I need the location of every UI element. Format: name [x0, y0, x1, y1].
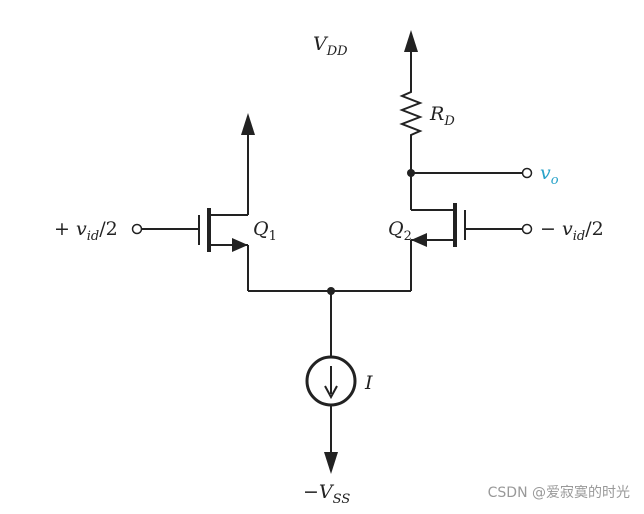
q1-label: Q1	[253, 218, 277, 244]
vss-supply-arrow	[324, 405, 338, 474]
current-source	[305, 355, 357, 407]
vss-label: −VSS	[303, 481, 350, 507]
current-label: I	[364, 372, 373, 394]
q2-label: Q2	[388, 218, 412, 244]
vdd-label: VDD	[313, 33, 348, 59]
transistor-q2	[410, 203, 533, 291]
watermark: CSDN @爱寂寞的时光	[487, 485, 630, 501]
input-negative-label: − vid/2	[540, 218, 604, 244]
input-positive-label: + vid/2	[54, 218, 118, 244]
resistor-rd	[399, 88, 423, 140]
vo-label: vo	[540, 162, 559, 188]
transistor-q1	[131, 113, 255, 291]
output-terminal	[521, 167, 533, 179]
rd-label: RD	[429, 103, 455, 129]
vdd-supply-arrow	[404, 30, 418, 88]
